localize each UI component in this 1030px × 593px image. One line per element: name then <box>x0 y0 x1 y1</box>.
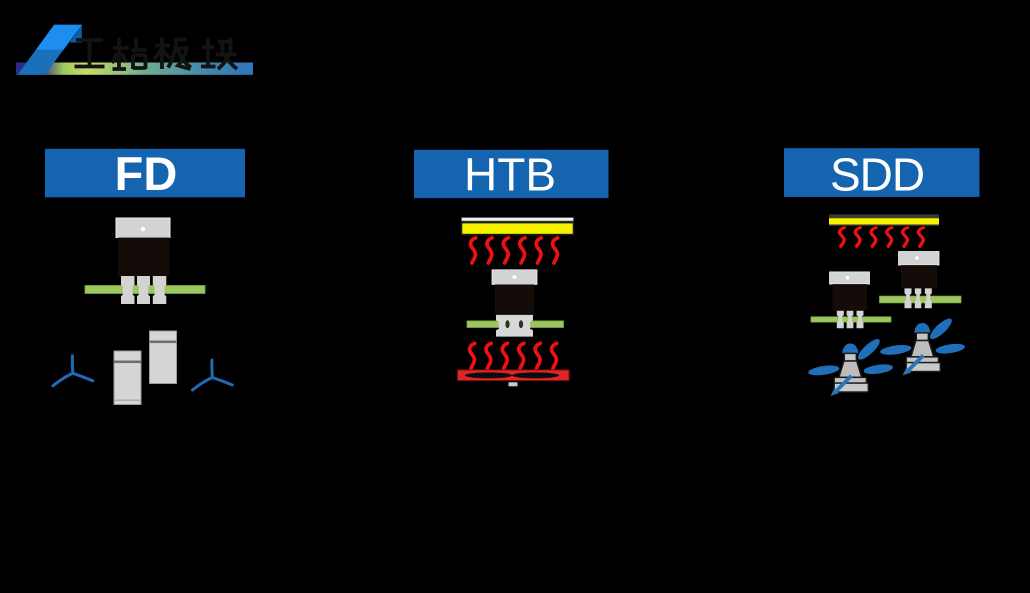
svg-text:FD: FD <box>115 147 178 200</box>
svg-text:SDD: SDD <box>830 149 924 201</box>
svg-text:HTB: HTB <box>464 149 556 201</box>
